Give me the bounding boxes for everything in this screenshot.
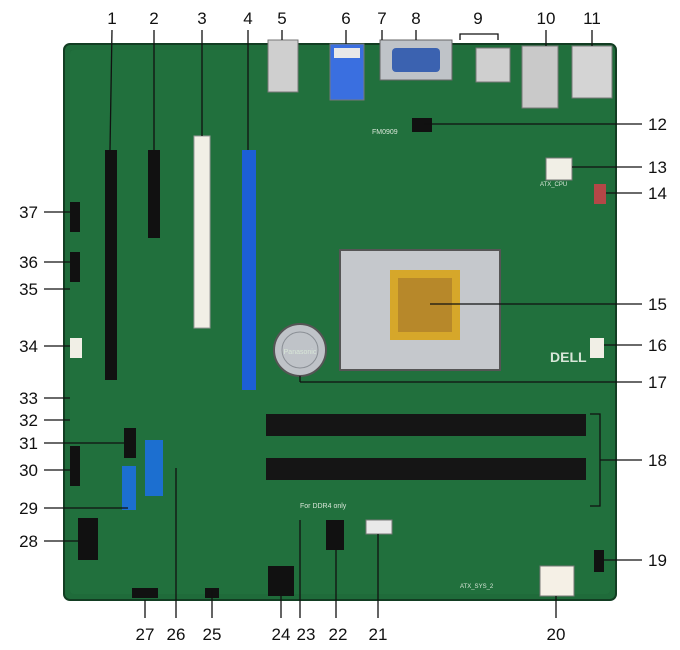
callout-17: 17 [648,373,667,392]
board-code: FM0909 [372,129,398,136]
coin-cell-battery: Panasonic [273,323,327,377]
atx-cpu-label: ATX_CPU [540,182,567,188]
callout-24: 24 [272,625,291,644]
callout-4: 4 [243,9,252,28]
callout-19: 19 [648,551,667,570]
callout-18: 18 [648,451,667,470]
callouts-left: 37 36 35 34 33 32 31 30 29 28 [19,203,38,551]
pcie-x16-slot-1 [105,150,117,380]
callout-26: 26 [167,625,186,644]
callout-1: 1 [107,9,116,28]
callout-16: 16 [648,336,667,355]
callout-5: 5 [277,9,286,28]
callout-34: 34 [19,337,38,356]
pcie-x16-slot-2 [242,150,256,390]
callout-29: 29 [19,499,38,518]
callout-9: 9 [473,9,482,28]
callout-32: 32 [19,411,38,430]
callout-8: 8 [411,9,420,28]
callout-12: 12 [648,115,667,134]
callout-25: 25 [203,625,222,644]
callout-27: 27 [136,625,155,644]
pcie-x1-slot [148,150,160,238]
callout-36: 36 [19,253,38,272]
cpu-socket [339,249,501,371]
callout-23: 23 [297,625,316,644]
callout-31: 31 [19,434,38,453]
atx-sys-label: ATX_SYS_2 [460,584,494,590]
callouts-top: 1 2 3 4 5 6 7 8 9 10 11 [107,9,601,28]
silkscreen: DELL FM0909 [372,129,587,365]
callout-13: 13 [648,158,667,177]
leader-lines [44,29,642,618]
callout-33: 33 [19,389,38,408]
dell-logo: DELL [550,349,587,365]
rear-io-connectors [267,39,613,109]
callout-11: 11 [583,9,601,28]
callout-10: 10 [537,9,556,28]
callout-30: 30 [19,461,38,480]
callout-15: 15 [648,295,667,314]
callout-14: 14 [648,184,667,203]
callouts-bottom: 27 26 25 24 23 22 21 20 [136,625,566,644]
ddr4-label: For DDR4 only [300,503,347,510]
callout-22: 22 [329,625,348,644]
memory-slots: For DDR4 only [266,414,586,510]
sata-ports [122,428,393,550]
pci-slot [193,135,211,329]
callout-35: 35 [19,280,38,299]
expansion-slots [105,135,256,390]
battery-label: Panasonic [284,349,317,356]
callout-7: 7 [377,9,386,28]
callout-21: 21 [369,625,388,644]
callout-6: 6 [341,9,350,28]
callout-37: 37 [19,203,38,222]
headers [70,118,606,598]
power-connectors: ATX_CPU ATX_SYS_2 [268,157,575,597]
callout-3: 3 [197,9,206,28]
callout-20: 20 [547,625,566,644]
callouts-right: 12 13 14 15 16 17 18 19 [648,115,667,570]
callout-28: 28 [19,532,38,551]
callout-2: 2 [149,9,158,28]
